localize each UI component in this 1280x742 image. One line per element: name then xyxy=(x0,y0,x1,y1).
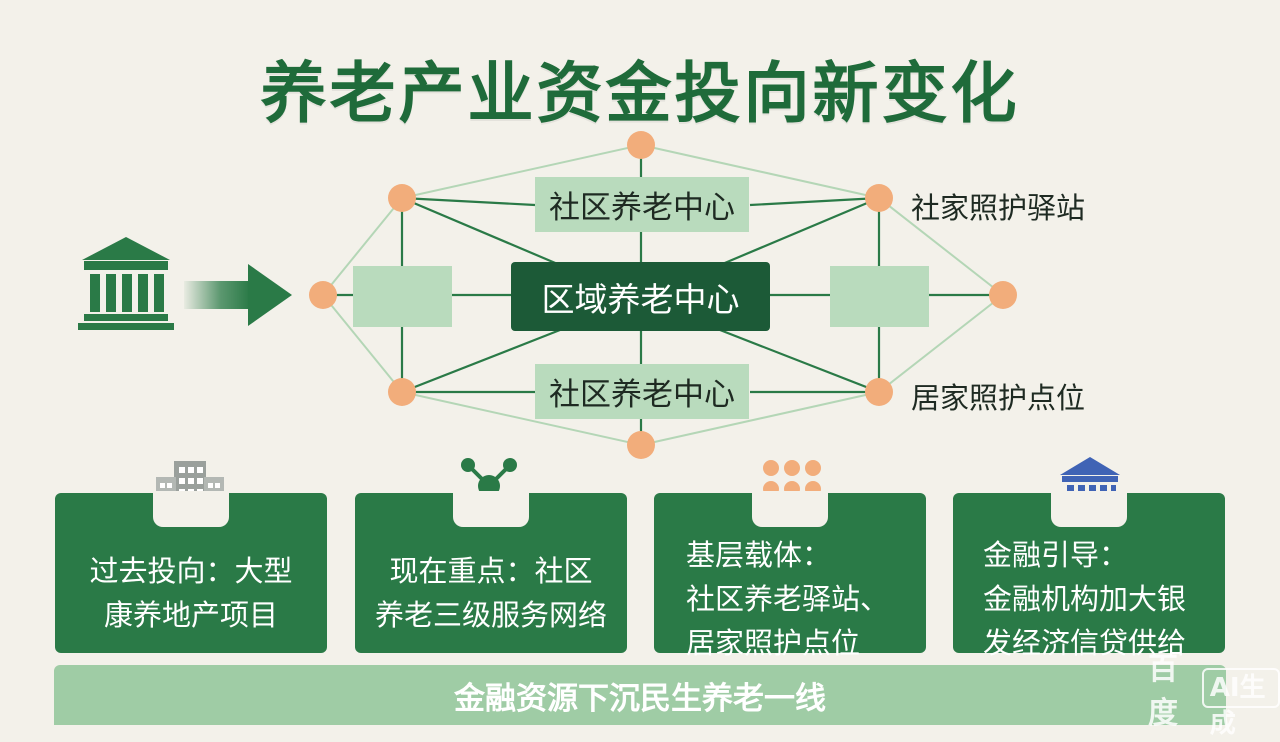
card-line: 发经济信贷供给 xyxy=(983,626,1187,660)
right-blank-box xyxy=(830,266,929,327)
watermark: 百度 AI生成 xyxy=(1148,652,1280,739)
card-financial-guidance: 金融引导： 金融机构加大银 发经济信贷供给 xyxy=(953,491,1225,660)
orange-nodes xyxy=(309,131,1017,459)
watermark-brand: 百度 xyxy=(1148,652,1178,731)
card-line: 过去投向：大型 xyxy=(89,554,293,588)
card-line: 金融机构加大银 xyxy=(983,582,1187,616)
page-title: 养老产业资金投向新变化 xyxy=(260,55,1020,132)
bottom-community-center: 社区养老中心 xyxy=(535,364,749,419)
top-community-center: 社区养老中心 xyxy=(535,177,749,232)
card-line: 社区养老驿站、 xyxy=(686,582,890,616)
regional-center: 区域养老中心 xyxy=(511,262,770,331)
left-blank-box xyxy=(353,266,452,327)
card-grassroots-carrier: 基层载体： 社区养老驿站、 居家照护点位 xyxy=(654,491,926,660)
card-line: 养老三级服务网络 xyxy=(374,598,607,632)
right-bottom-label: 居家照护点位 xyxy=(911,381,1086,415)
card-line: 康养地产项目 xyxy=(103,598,278,632)
watermark-badge: AI生成 xyxy=(1201,668,1280,739)
card-line: 居家照护点位 xyxy=(686,626,861,660)
outer-edges xyxy=(322,144,1004,446)
right-top-label: 社家照护驿站 xyxy=(911,191,1086,225)
bottom-banner: 金融资源下沉民生养老一线 xyxy=(54,665,1226,725)
card-notch xyxy=(153,491,229,527)
card-line: 基层载体： xyxy=(686,538,832,572)
card-notch xyxy=(453,491,529,527)
card-past-investment: 过去投向：大型 康养地产项目 xyxy=(55,491,327,653)
card-notch xyxy=(752,491,828,527)
card-line: 现在重点：社区 xyxy=(389,554,593,588)
bank-icon xyxy=(78,237,174,330)
card-current-focus: 现在重点：社区 养老三级服务网络 xyxy=(355,491,627,653)
flow-arrow xyxy=(184,264,292,326)
card-notch xyxy=(1051,491,1127,527)
card-line: 金融引导： xyxy=(983,538,1129,572)
